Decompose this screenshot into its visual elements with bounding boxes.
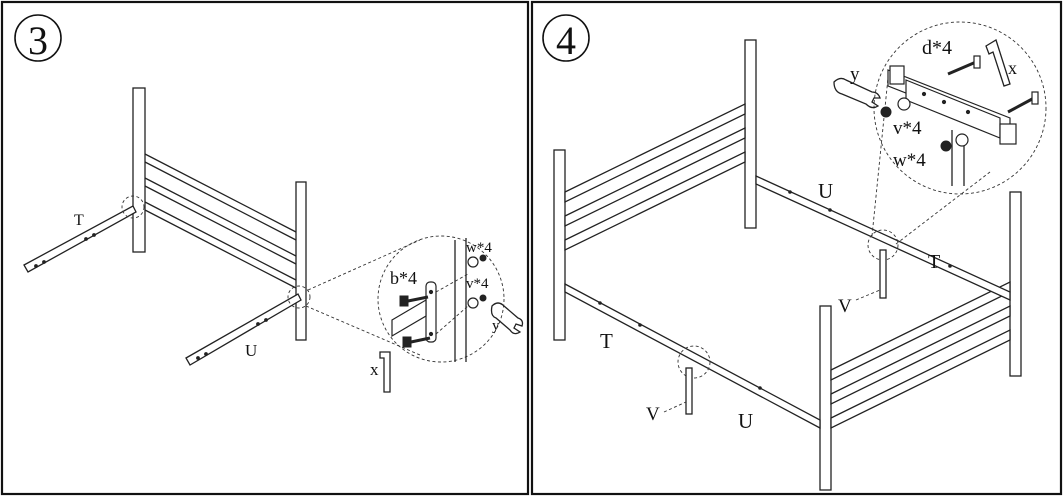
step-4-label-v-right: V [838,296,852,317]
step-4-label-w-washer: w*4 [893,150,926,171]
nut-icon [479,254,487,262]
nut-icon [940,140,952,152]
washer-icon [467,256,479,268]
allen-key-icon: x [985,39,1017,87]
step-3-label-y: y [492,318,500,334]
step-3-panel: 3 T [0,0,530,496]
step-3-number-badge: 3 [14,14,62,63]
step-4-label-t-right: T [928,251,940,273]
step-3-detail-callout: b*4 w*4 v*4 [305,235,505,363]
bolt-head-icon [399,295,409,307]
wrench-icon: y [490,302,524,335]
wrench-icon: y [833,64,881,109]
step-4-label-d: d*4 [922,37,952,59]
washer-icon [467,297,479,309]
bolt-head-icon [973,55,981,69]
step-3-label-v: v*4 [466,276,489,292]
step-3-label-t: T [74,212,84,229]
step-3-rail-t: T [23,195,145,273]
bolt-head-icon [402,336,412,348]
step-4-rail-back: U T V [755,174,1011,317]
step-4-footboard [819,191,1022,491]
step-3-headboard [132,87,307,341]
step-4-number: 4 [556,18,576,63]
step-4-detail-callout: d*4 v*4 w*4 [871,21,1047,245]
step-4-number-badge: 4 [542,14,590,63]
step-4-label-x: x [1008,58,1017,78]
step-3-label-b: b*4 [390,268,417,288]
step-4-label-v-left: V [646,404,660,425]
washer-icon [897,97,911,111]
step-4-label-t-left: T [600,329,613,353]
step-3-rail-u: U [185,285,311,366]
step-3-label-x: x [370,360,379,379]
nut-icon [880,106,892,118]
step-3-label-w: w*4 [466,240,492,256]
step-4-headboard [553,39,757,341]
step-4-label-v-washer: v*4 [893,118,922,139]
bolt-head-icon [1031,91,1039,105]
step-4-label-y: y [850,64,860,85]
step-3-number: 3 [28,18,48,63]
allen-key-icon: x [370,351,391,393]
step-4-label-u-back: U [818,179,833,203]
step-4-panel: 4 U T V [530,0,1063,496]
step-4-rail-front: T V U [564,282,821,433]
washer-icon [955,133,969,147]
step-4-label-u-front: U [738,409,753,433]
step-3-label-u: U [245,341,257,360]
nut-icon [479,294,487,302]
